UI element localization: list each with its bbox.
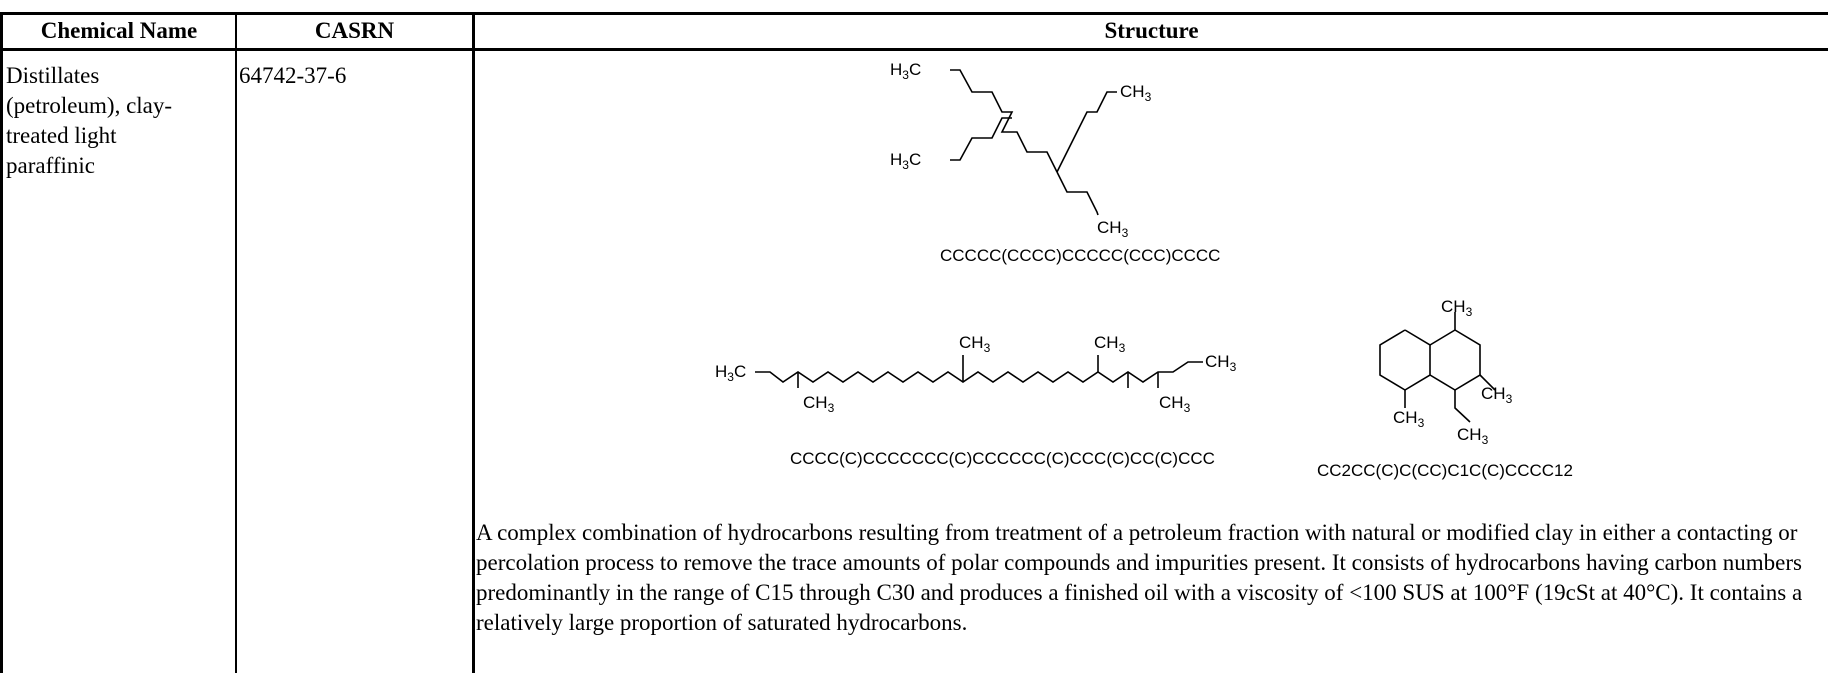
subscript: 3: [1506, 392, 1513, 406]
chemical-name-cell: Distillates (petroleum), clay- treated l…: [6, 61, 232, 181]
chemical-name-line: paraffinic: [6, 153, 95, 178]
subscript: 3: [1119, 341, 1126, 355]
subscript: 3: [1122, 226, 1129, 240]
subscript: 3: [984, 341, 991, 355]
column-divider-2: [472, 12, 475, 673]
header-casrn: CASRN: [314, 18, 395, 43]
atom-label-ch3: CH3: [1097, 218, 1129, 240]
subscript: 3: [1418, 416, 1425, 430]
chemical-name-line: (petroleum), clay-: [6, 93, 173, 118]
header-bottom-border: [0, 48, 1828, 51]
atom-label-h3c: H3C: [890, 150, 921, 172]
table-left-border: [0, 12, 3, 673]
structure-3-diagram: CH3 CH3 CH3 CH3: [1379, 297, 1513, 447]
subscript: 3: [1482, 433, 1489, 447]
atom-label-ch3: CH3: [1393, 408, 1425, 430]
subscript: 3: [1184, 401, 1191, 415]
atom-c: C: [909, 60, 921, 79]
table-top-border: [0, 12, 1828, 15]
subscript: 3: [828, 401, 835, 415]
header-structure: Structure: [1104, 18, 1199, 43]
smiles-2: CCCC(C)CCCCCCC(C)CCCCCC(C)CCC(C)CC(C)CCC: [790, 449, 1215, 468]
smiles-1: CCCCC(CCCC)CCCCC(CCC)CCCC: [940, 246, 1221, 265]
atom-label-h3c: H3C: [715, 362, 746, 384]
subscript: 3: [1466, 305, 1473, 319]
atom-c: C: [734, 362, 746, 381]
atom-label-ch3: CH3: [1094, 333, 1126, 355]
subscript: 3: [902, 158, 909, 172]
atom-label-ch3: CH3: [803, 393, 835, 415]
subscript: 3: [1145, 90, 1152, 104]
subscript: 3: [902, 68, 909, 82]
smiles-3: CC2CC(C)C(CC)C1C(C)CCCC12: [1317, 461, 1573, 480]
casrn-cell: 64742-37-6: [239, 63, 347, 88]
chemical-name-line: treated light: [6, 123, 117, 148]
column-divider-1: [235, 12, 237, 673]
structure-1-diagram: H3C H3C CH3 CH3: [890, 60, 1152, 240]
atom-label-ch3: CH3: [959, 333, 991, 355]
atom-label-ch3: CH3: [1441, 297, 1473, 319]
chemical-name-line: Distillates: [6, 63, 100, 88]
atom-label-ch3: CH3: [1159, 393, 1191, 415]
atom-label-h3c: H3C: [890, 60, 921, 82]
substance-description: A complex combination of hydrocarbons re…: [476, 520, 1803, 635]
atom-label-ch3: CH3: [1205, 352, 1237, 374]
atom-c: C: [909, 150, 921, 169]
subscript: 3: [727, 370, 734, 384]
atom-label-ch3: CH3: [1120, 82, 1152, 104]
atom-label-ch3: CH3: [1481, 384, 1513, 406]
subscript: 3: [1230, 360, 1237, 374]
structure-2-diagram: H3C CH3 CH3 CH3 CH3 CH3: [715, 333, 1237, 415]
atom-label-ch3: CH3: [1457, 425, 1489, 447]
header-chemical-name: Chemical Name: [40, 18, 198, 43]
